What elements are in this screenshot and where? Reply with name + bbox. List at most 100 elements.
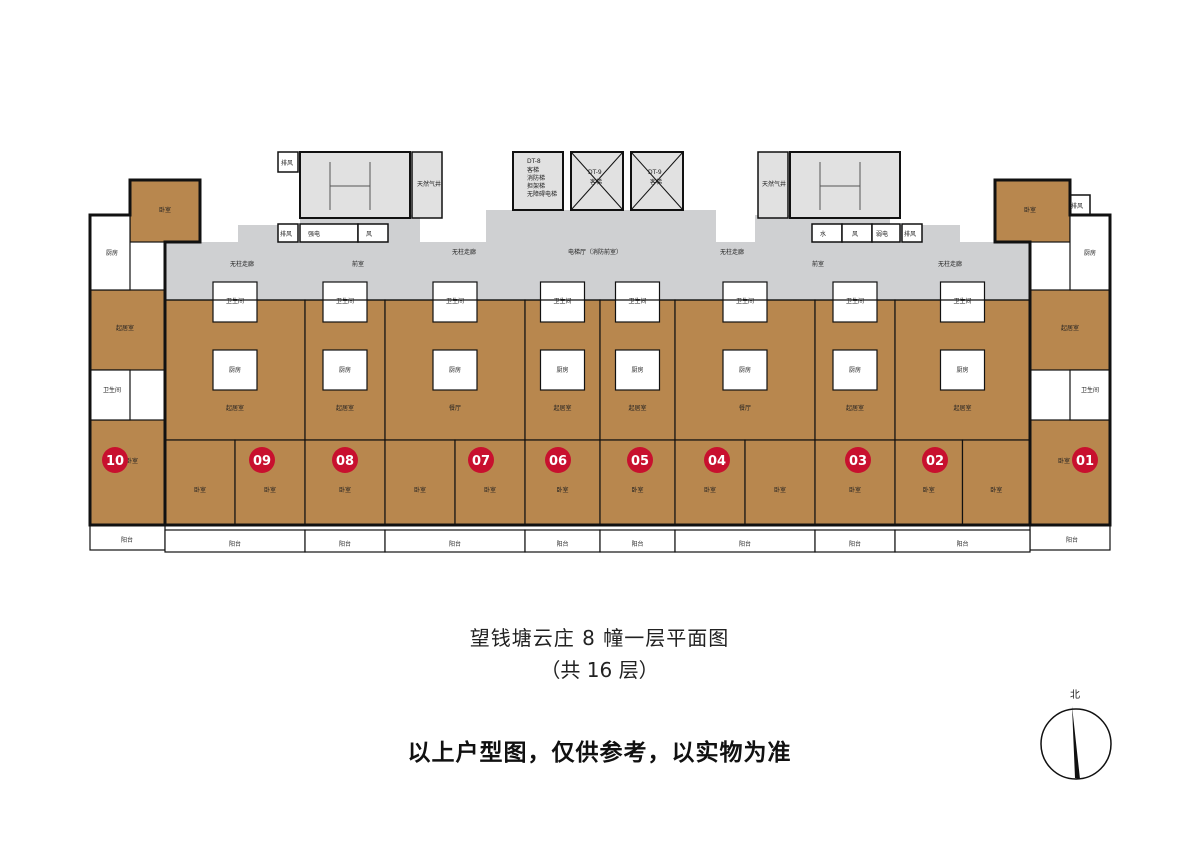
plan-title: 望钱塘云庄 8 幢一层平面图 [469, 626, 730, 650]
unit-05-living-label: 起居室 [628, 404, 646, 412]
unit-badge-circle [468, 447, 494, 473]
dt9-label-2: DT-9 [648, 169, 662, 176]
unit-07-bathroom-label: 卫生间 [446, 297, 464, 305]
north-compass-icon: 北 [1040, 689, 1112, 780]
unit-01-balcony-label: 阳台 [1066, 536, 1078, 544]
unit-02-balcony-label: 阳台 [956, 540, 968, 548]
unit-10-bedroom-top-label: 卧室 [159, 206, 171, 214]
unit-01-kitchen-label: 厨房 [1084, 249, 1096, 257]
outer-walls [88, 178, 1112, 527]
unit-09-bedroom-a-label: 卧室 [194, 486, 206, 494]
unit-08-bathroom [322, 281, 368, 323]
dt8-note-4: 无障碍电梯 [527, 190, 557, 198]
anteroom-label-right: 前室 [812, 260, 824, 268]
unit-10-bedroom-top [129, 179, 201, 243]
unit-04-bathroom-label: 卫生间 [736, 297, 754, 305]
unit-badge-circle [845, 447, 871, 473]
unit-01-kitchen [1069, 214, 1111, 291]
unit-06-kitchen-label: 厨房 [556, 366, 568, 374]
stair-left [299, 151, 411, 219]
unit-06-kitchen [539, 349, 586, 391]
unit-02-bedroom-b [961, 439, 1031, 526]
unit-02-kitchen [939, 349, 986, 391]
unit-04-bedroom-b [744, 439, 816, 526]
unit-badge-08: 08 [332, 447, 358, 473]
compass-ring [1040, 708, 1112, 780]
unit-badge-circle [922, 447, 948, 473]
unit-01-living-label: 起居室 [1061, 324, 1079, 332]
unit-02-kitchen-label: 厨房 [956, 366, 968, 374]
unit-badge-07: 07 [468, 447, 494, 473]
unit-03-bathroom-label: 卫生间 [846, 297, 864, 305]
gas-label-left: 天然气井 [417, 180, 441, 188]
exhaust-label-top: 排风 [281, 159, 293, 167]
unit-08-balcony-label: 阳台 [339, 540, 351, 548]
plan-subtitle: （共 16 层） [540, 658, 659, 682]
unit-04-bedroom-b-label: 卧室 [774, 486, 786, 494]
unit-07-bathroom [432, 281, 478, 323]
unit-08-living-label: 起居室 [336, 404, 354, 412]
room-labels: 卧室起居室卧室厨房卫生间阳台卧室起居室卧室厨房卫生间阳台起居室卫生间厨房卧室卧室… [103, 206, 1099, 548]
unit-badge-number: 07 [472, 454, 490, 469]
elevator-shafts [512, 151, 684, 211]
unit-badge-number: 08 [336, 454, 354, 469]
unit-10-balcony-label: 阳台 [121, 536, 133, 544]
unit-07-living-label: 餐厅 [449, 404, 461, 412]
common-corridor [165, 210, 1030, 300]
dt9-passenger-1: 客梯 [590, 178, 602, 186]
unit-03-balcony-label: 阳台 [849, 540, 861, 548]
unit-badge-circle [249, 447, 275, 473]
gas-label-right: 天然气井 [762, 180, 786, 188]
unit-06-living-label: 起居室 [553, 404, 571, 412]
dt9-passenger-2: 客梯 [650, 178, 662, 186]
unit-badge-05: 05 [627, 447, 653, 473]
gas-shaft-left [411, 151, 443, 219]
unit-08-bathroom-label: 卫生间 [336, 297, 354, 305]
unit-04-bedroom-a-label: 卧室 [704, 486, 716, 494]
unit-09-kitchen-label: 厨房 [229, 366, 241, 374]
unit-03-bedroom-a-label: 卧室 [849, 486, 861, 494]
unit-08-bedroom-a-label: 卧室 [339, 486, 351, 494]
unit-06-bathroom-label: 卫生间 [553, 297, 571, 305]
gas-shaft-right [757, 151, 789, 219]
unit-badge-03: 03 [845, 447, 871, 473]
unit-07-balcony-label: 阳台 [449, 540, 461, 548]
unit-badge-number: 10 [106, 454, 124, 469]
unit-10-bathroom-label: 卫生间 [103, 386, 121, 394]
corridor-label-left: 无柱走廊 [230, 260, 254, 268]
unit-badge-number: 05 [631, 454, 649, 469]
unit-badge-circle [102, 447, 128, 473]
unit-05-bathroom-label: 卫生间 [628, 297, 646, 305]
unit-07-kitchen [432, 349, 478, 391]
dt8-note-3: 担架梯 [527, 182, 545, 190]
unit-09-balcony-label: 阳台 [229, 540, 241, 548]
unit-05-bathroom [614, 281, 661, 323]
unit-02-bathroom [939, 281, 986, 323]
unit-02-bedroom-b-label: 卧室 [990, 486, 1002, 494]
unit-01-bedroom-label: 卧室 [1058, 457, 1070, 465]
unit-05-kitchen [614, 349, 661, 391]
unit-03-living-label: 起居室 [846, 404, 864, 412]
unit-07-bedroom-b-label: 卧室 [484, 486, 496, 494]
unit-09-bedroom-a [164, 439, 236, 526]
corridor-labels: 无柱走廊 前室 无柱走廊 电梯厅（消防前室） 无柱走廊 前室 无柱走廊 强电 风… [230, 158, 1083, 268]
air-label-right: 风 [852, 231, 858, 238]
unit-06-bedroom-a-label: 卧室 [556, 486, 568, 494]
unit-badge-circle [627, 447, 653, 473]
unit-badge-circle [704, 447, 730, 473]
unit-10-living-label: 起居室 [116, 324, 134, 332]
unit-08-kitchen [322, 349, 368, 391]
unit-07-bedroom-a [384, 439, 456, 526]
unit-badge-09: 09 [249, 447, 275, 473]
unit-05-bedroom-a-label: 卧室 [631, 486, 643, 494]
unit-10-bedroom [89, 419, 166, 526]
unit-10-bathroom [89, 369, 131, 421]
unit-badge-10: 10 [102, 447, 128, 473]
corridor-label-center-left: 无柱走廊 [452, 248, 476, 256]
dt8-note-2: 消防梯 [527, 174, 545, 182]
unit-09-bedroom-b-label: 卧室 [264, 486, 276, 494]
unit-10-kitchen-label: 厨房 [106, 249, 118, 257]
water-label-right: 水 [820, 230, 826, 238]
stair-right [789, 151, 901, 219]
